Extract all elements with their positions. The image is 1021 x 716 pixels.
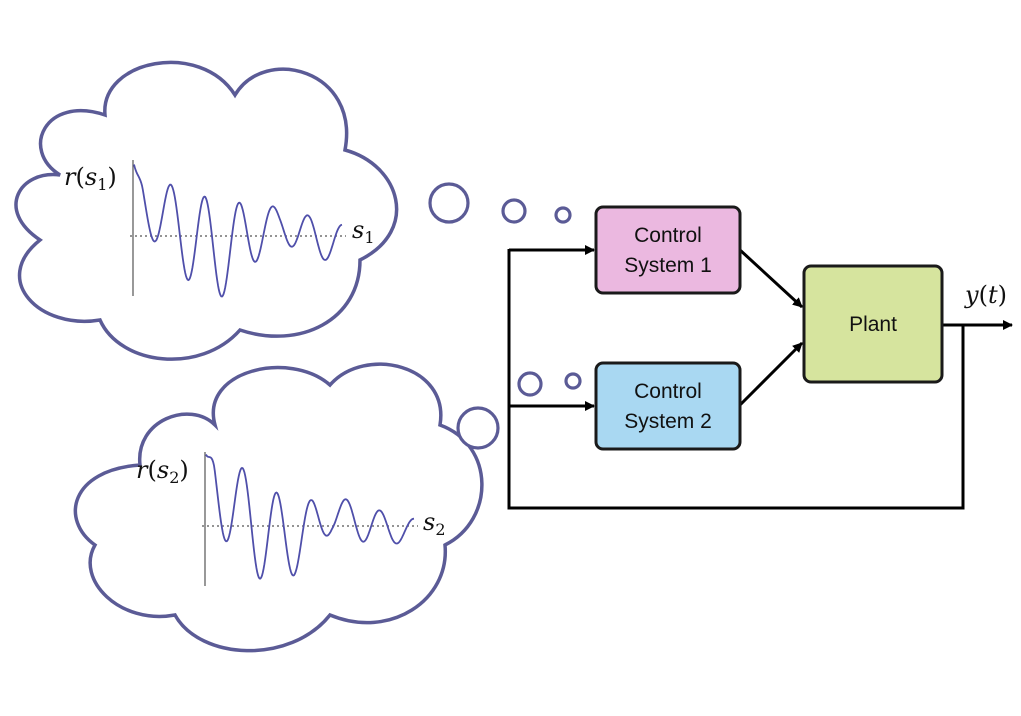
thought-bubble-bottom-medium [517,371,543,397]
thought-bubble-top-large [428,182,470,224]
plant-block: Plant [802,264,944,384]
control-system-2-block: Control System 2 [594,361,742,451]
arrow-cs1-to-plant [738,248,804,309]
thought-bubble-top-small [554,206,572,224]
plot-bottom-x-label: s2 [423,508,446,539]
plot-bottom-y-label: r(s2) [136,456,189,487]
thought-bubble-top-medium [501,198,527,224]
plot-top-signal [133,164,343,298]
thought-cloud-bottom [73,362,484,653]
output-label: y(t) [964,281,1007,309]
plant-label: Plant [849,313,897,336]
reward-plot-bottom: r(s2) s2 [136,452,446,586]
thought-bubble-bottom-large [456,406,500,450]
signal-wires [507,245,1013,510]
plot-top-y-label: r(s1) [64,163,117,194]
plot-top-x-label: s1 [352,216,375,247]
control-system-1-label-line2: System 1 [624,254,712,277]
control-system-2-label-line1: Control [634,380,702,403]
thought-cloud-top [14,60,399,361]
thought-bubble-bottom-small [564,372,582,390]
control-system-2-label-line2: System 2 [624,410,712,433]
reward-plot-top: r(s1) s1 [64,160,375,298]
plot-bottom-signal [205,454,415,580]
control-system-1-label-line1: Control [634,224,702,247]
control-system-1-block: Control System 1 [594,205,742,295]
arrow-cs2-to-plant [738,341,804,407]
